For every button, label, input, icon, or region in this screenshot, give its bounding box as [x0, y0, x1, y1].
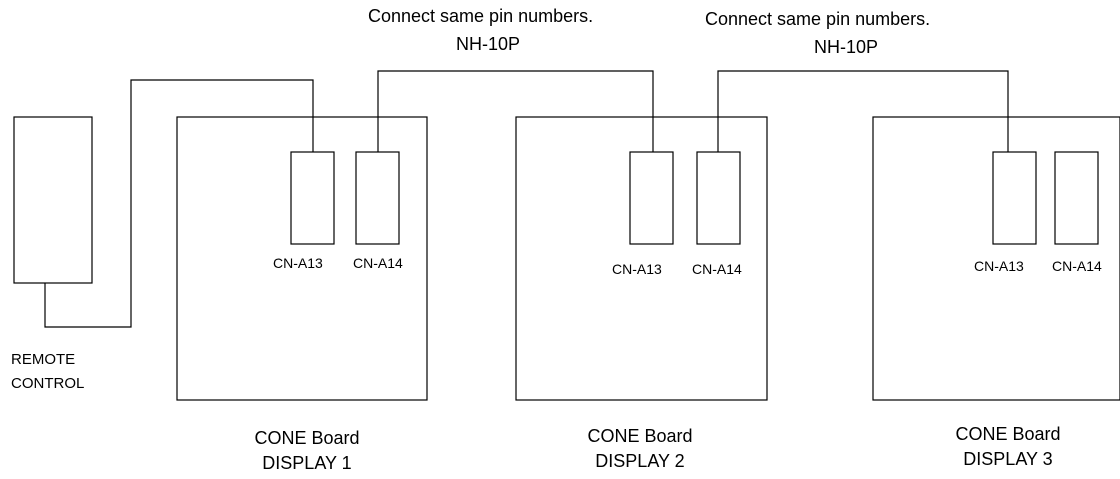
cable-remote-to-display-1: [44, 79, 314, 328]
connector-cn-a13-display-1: [290, 151, 335, 245]
cable-display-2-to-display-3: [717, 70, 1009, 152]
pin-label-cn-a14-display-2: CN-A14: [692, 261, 742, 277]
pin-label-cn-a13-display-2: CN-A13: [612, 261, 662, 277]
note-2-line-2: NH-10P: [814, 37, 879, 57]
connector-cn-a13-display-2: [629, 151, 674, 245]
connector-cn-a14-display-2: [696, 151, 741, 245]
pin-label-cn-a14-display-1: CN-A14: [353, 255, 403, 271]
board-caption-display-1: CONE Board DISPLAY 1: [207, 426, 407, 476]
remote-label-line-2: CONTROL: [11, 375, 85, 392]
pin-label-cn-a13-display-3: CN-A13: [974, 258, 1024, 274]
note-1-line-2: NH-10P: [456, 34, 521, 54]
board-caption-display-1-line-1: CONE Board: [254, 428, 360, 448]
board-caption-display-1-line-2: DISPLAY 1: [262, 453, 352, 473]
board-caption-display-2-line-1: CONE Board: [587, 426, 693, 446]
note-1-line-1: Connect same pin numbers.: [368, 6, 594, 26]
pin-label-cn-a14-display-3: CN-A14: [1052, 258, 1102, 274]
board-caption-display-2: CONE Board DISPLAY 2: [540, 424, 740, 474]
board-caption-display-2-line-2: DISPLAY 2: [595, 451, 685, 471]
remote-label-line-1: REMOTE: [11, 351, 76, 368]
connector-cn-a14-display-1: [355, 151, 400, 245]
board-caption-display-3-line-2: DISPLAY 3: [963, 449, 1053, 469]
remote-control-unit: [13, 116, 93, 284]
connector-cn-a13-display-3: [992, 151, 1037, 245]
pin-label-cn-a13-display-1: CN-A13: [273, 255, 323, 271]
board-caption-display-3: CONE Board DISPLAY 3: [908, 422, 1108, 472]
board-caption-display-3-line-1: CONE Board: [955, 424, 1061, 444]
remote-control-label: REMOTE CONTROL: [11, 348, 84, 396]
note-2-line-1: Connect same pin numbers.: [705, 9, 931, 29]
connector-cn-a14-display-3: [1054, 151, 1099, 245]
cable-display-1-to-display-2: [377, 70, 654, 152]
